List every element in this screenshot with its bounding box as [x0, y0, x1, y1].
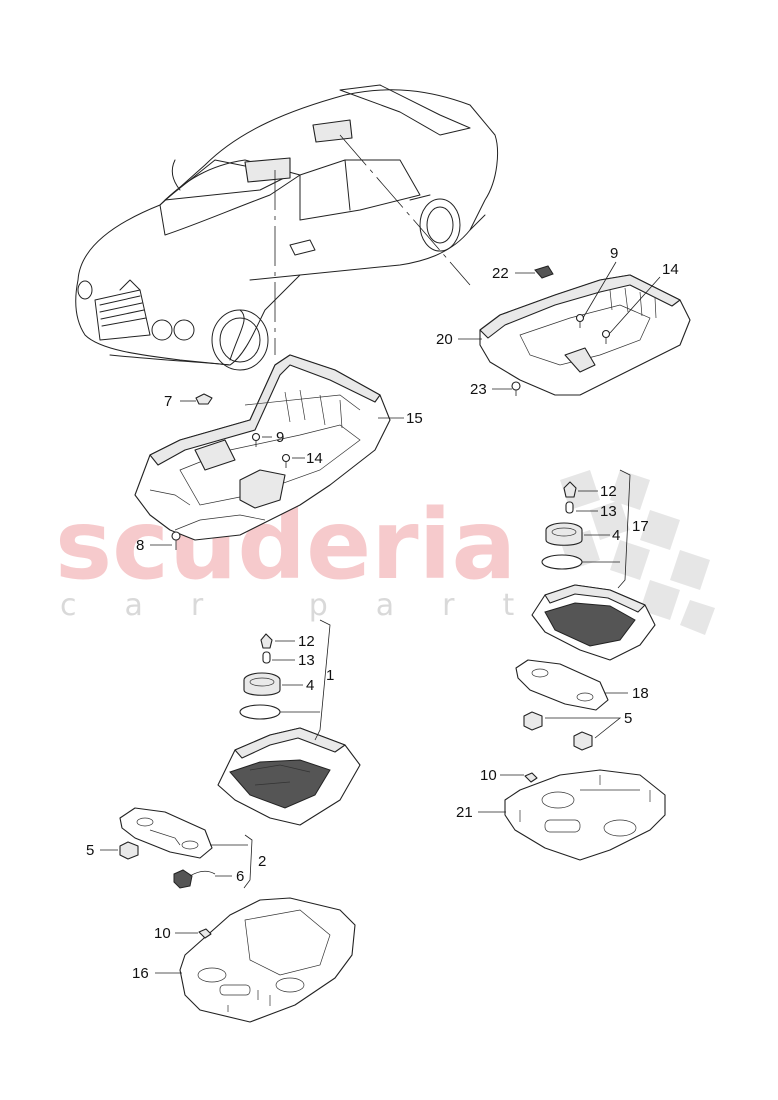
- bulb-holder-12-left: [260, 633, 273, 649]
- lamp-housing-4-right: [545, 522, 583, 546]
- callout-8: 8: [136, 537, 144, 554]
- callout-21: 21: [456, 804, 473, 821]
- front-roof-panel-marker: [244, 157, 291, 183]
- callout-23: 23: [470, 381, 487, 398]
- trim-panel-16: [179, 897, 356, 1023]
- clip-10-left: [198, 928, 212, 939]
- callout-16: 16: [132, 965, 149, 982]
- callout-5-left: 5: [86, 842, 94, 859]
- callout-13-left: 13: [298, 652, 315, 669]
- callout-15: 15: [406, 410, 423, 427]
- callout-22: 22: [492, 265, 509, 282]
- screw-9-front: [251, 432, 261, 447]
- watermark-tagline: car parts: [60, 588, 626, 623]
- callout-4-right: 4: [612, 527, 620, 544]
- callout-17: 17: [632, 518, 649, 535]
- leader-rear-panel: [339, 134, 471, 286]
- callout-5-right: 5: [624, 710, 632, 727]
- reading-lamp-unit-1: [217, 727, 361, 826]
- reading-lamp-unit-17: [531, 584, 656, 661]
- screw-9-rear: [575, 313, 585, 328]
- callout-12-left: 12: [298, 633, 315, 650]
- callout-10-left: 10: [154, 925, 171, 942]
- callout-9-front: 9: [276, 429, 284, 446]
- callout-1: 1: [326, 667, 334, 684]
- callout-10-right: 10: [480, 767, 497, 784]
- bulb-13-left: [262, 651, 271, 664]
- lens-5-left: [119, 841, 139, 860]
- roof-console-rear: [479, 274, 691, 396]
- callout-4-left: 4: [306, 677, 314, 694]
- seal-right: [541, 554, 583, 570]
- clip-22: [534, 265, 554, 279]
- callout-14-front: 14: [306, 450, 323, 467]
- leader-lines: [100, 261, 661, 974]
- callout-14-rear: 14: [662, 261, 679, 278]
- lens-plate-18: [515, 659, 609, 711]
- callout-7: 7: [164, 393, 172, 410]
- callout-12-right: 12: [600, 483, 617, 500]
- clip-7: [195, 393, 213, 405]
- screw-8: [171, 531, 181, 550]
- bulb-13-right: [565, 501, 574, 514]
- roof-console-front: [134, 354, 391, 541]
- rear-roof-panel-marker: [312, 119, 353, 143]
- trim-panel-21: [504, 769, 666, 861]
- callout-13-right: 13: [600, 503, 617, 520]
- screw-14-front: [281, 453, 291, 468]
- seal-left: [239, 704, 281, 720]
- screw-14-rear: [601, 329, 611, 344]
- lens-plate-2: [119, 807, 213, 859]
- callout-6: 6: [236, 868, 244, 885]
- lamp-housing-4-left: [243, 672, 281, 696]
- callout-9-rear: 9: [610, 245, 618, 262]
- callout-2: 2: [258, 853, 266, 870]
- screw-23: [511, 381, 521, 396]
- clip-10-right: [524, 772, 538, 783]
- callout-18: 18: [632, 685, 649, 702]
- lens-5-right-a: [523, 711, 543, 731]
- checker-flag-watermark: [560, 470, 715, 635]
- callout-labels: 7 9 14 15 8 22 9 14 20 23 12 13 4 1 12 1…: [86, 245, 679, 982]
- callout-20: 20: [436, 331, 453, 348]
- bulb-holder-12-right: [563, 481, 577, 498]
- switch-6: [173, 869, 216, 889]
- car-outline: [75, 84, 499, 371]
- lens-5-right-b: [573, 731, 593, 751]
